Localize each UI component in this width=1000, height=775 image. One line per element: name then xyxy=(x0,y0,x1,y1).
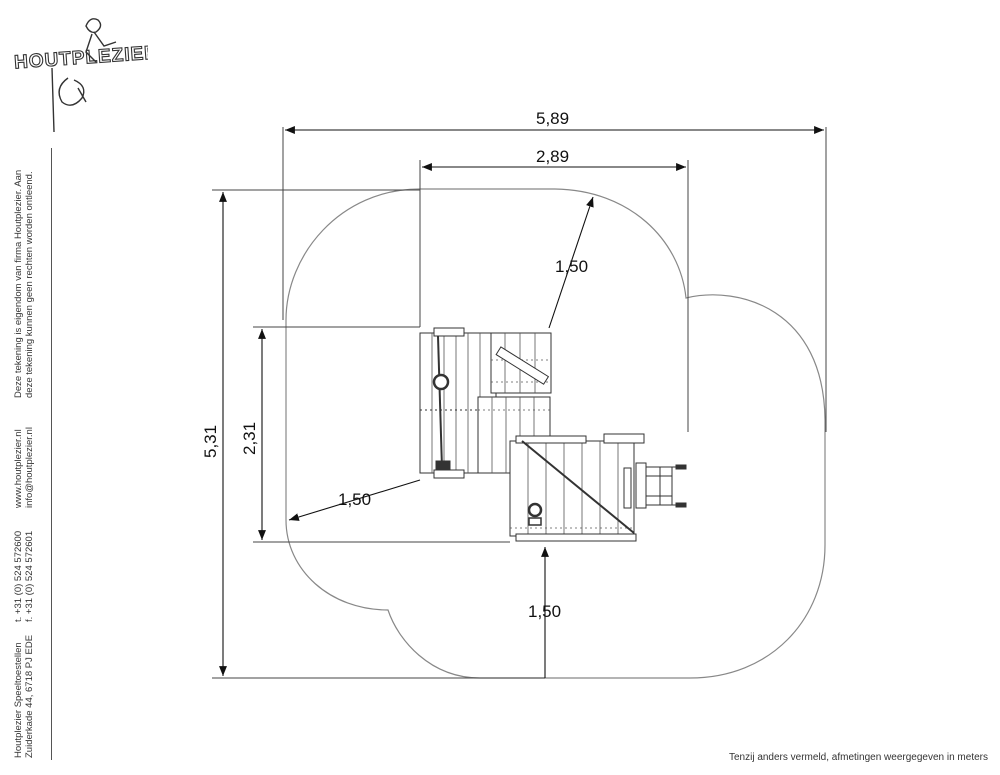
houtplezier-logo: HOUTPLEZIER xyxy=(13,18,148,133)
label-clearance-left: 1,50 xyxy=(338,490,371,509)
label-total-depth: 5,31 xyxy=(201,425,220,458)
steering-wheel-icon xyxy=(432,373,450,391)
equipment-plan xyxy=(419,327,687,542)
dimline-clearance-left xyxy=(288,479,421,521)
extension-lines xyxy=(212,127,827,679)
safety-zone-outline xyxy=(285,188,826,679)
label-clearance-bottom: 1,50 xyxy=(528,602,561,621)
label-equipment-depth: 2,31 xyxy=(240,422,259,455)
tic-tac-toe-icon xyxy=(527,502,543,518)
sidebar-divider xyxy=(51,148,52,760)
label-clearance-top: 1,50 xyxy=(555,257,588,276)
ladder-icon xyxy=(635,462,687,509)
label-equipment-width: 2,89 xyxy=(536,147,569,166)
label-total-width: 5,89 xyxy=(536,109,569,128)
units-footnote: Tenzij anders vermeld, afmetingen weerge… xyxy=(728,752,988,763)
dimline-clearance-top xyxy=(548,196,594,329)
